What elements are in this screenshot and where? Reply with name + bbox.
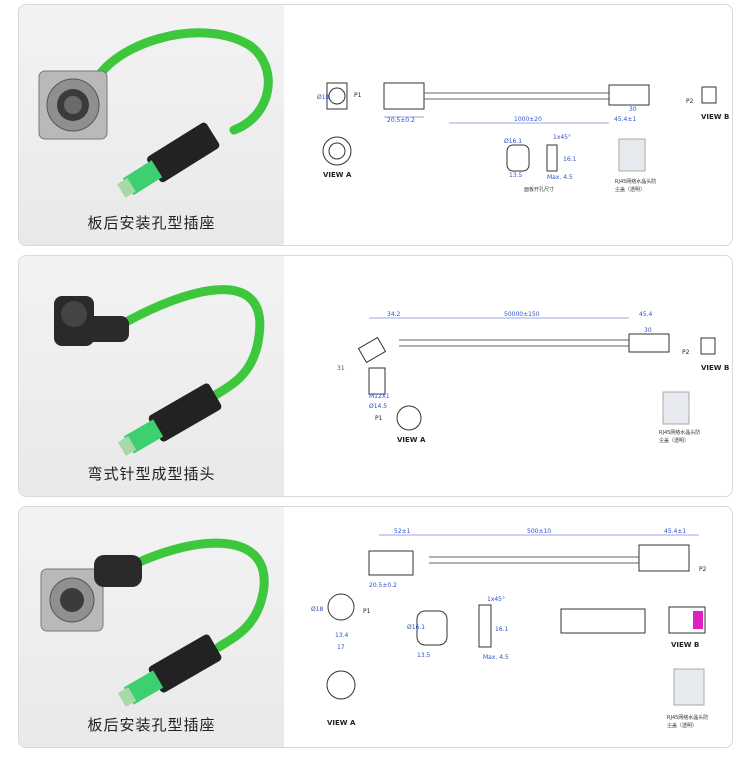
cap-note-line-2: 尘盖（透明） [615, 186, 645, 193]
cut-w-dim: 13.5 [417, 652, 431, 659]
main-length-dim: 50000±150 [504, 311, 540, 318]
height-dim: 31 [337, 365, 345, 372]
max-dim: Max. 4.5 [483, 654, 509, 661]
m12-socket-flange [38, 70, 108, 140]
product-card-1: 板后安装孔型插座 P1 Ø18 20.5±0.2 1000±20 45.4±1 [18, 4, 733, 246]
product-card-3: 板后安装孔型插座 52±1 500±10 45.4±1 20.5±0.2 P2 … [18, 506, 733, 748]
main-length-dim: 500±10 [527, 528, 551, 535]
product-photo-right-angle-plug: 弯式针型成型插头 [19, 256, 284, 496]
view-b-label: VIEW B [671, 641, 699, 649]
dia-dim: Ø18 [317, 94, 330, 101]
technical-drawing: P1 Ø18 20.5±0.2 1000±20 45.4±1 30 P2 VIE… [299, 5, 729, 245]
rj45-plug [117, 122, 220, 198]
rj-sub-dim: 30 [644, 327, 652, 334]
cut-h-dim: 16.1 [563, 156, 577, 163]
rj-length-dim: 45.4 [639, 311, 653, 318]
view-a-label: VIEW A [327, 719, 356, 727]
left-length-dim: 52±1 [394, 528, 411, 535]
m12-angle-plug [54, 296, 129, 346]
cap-note-line-1: RJ45网络水晶头防 [659, 429, 700, 436]
cap-note-line-2: 尘盖（透明） [659, 437, 689, 444]
rj45-plug [117, 383, 222, 456]
cap-note-line-1: RJ45网络水晶头防 [615, 178, 656, 185]
rj-sub-dim: 30 [629, 106, 637, 113]
view-b-label: VIEW B [701, 364, 729, 372]
p2-label: P2 [682, 349, 690, 356]
front-b-dim: 13.4 [335, 632, 349, 639]
product-photo-panel-mount-socket: 板后安装孔型插座 [19, 5, 284, 245]
front-c-dim: 17 [337, 644, 345, 651]
p1-label: P1 [363, 608, 371, 615]
dia-dim: Ø14.5 [369, 403, 387, 410]
technical-drawing: 52±1 500±10 45.4±1 20.5±0.2 P2 Ø18 13.4 … [299, 507, 729, 747]
product-caption: 板后安装孔型插座 [87, 716, 216, 734]
front-view-a: P1 Ø18 [317, 82, 362, 110]
view-a-label: VIEW A [323, 171, 352, 179]
cut-w-dim: 13.5 [509, 172, 523, 179]
view-b-label: VIEW B [701, 113, 729, 121]
thread-label: M12X1 [369, 393, 390, 400]
p2-label: P2 [699, 566, 707, 573]
view-a-label: VIEW A [397, 436, 426, 444]
chamfer-dim: 1x45° [487, 596, 505, 603]
chamfer-dim: 1x45° [553, 134, 571, 141]
product-card-2: 弯式针型成型插头 34.2 50000±150 45.4 30 31 M12X1… [18, 255, 733, 497]
technical-drawing: 34.2 50000±150 45.4 30 31 M12X1 Ø14.5 P1… [299, 256, 729, 496]
p1-label: P1 [375, 415, 383, 422]
cut-d-dim: Ø16.1 [504, 138, 522, 145]
rj45-plug [117, 634, 222, 707]
product-caption: 板后安装孔型插座 [87, 214, 216, 232]
m12-socket-flange [40, 568, 104, 632]
cut-d-dim: Ø16.1 [407, 624, 425, 631]
rj-length-dim: 45.4±1 [614, 116, 636, 123]
left-length-dim: 34.2 [387, 311, 401, 318]
socket-side-view: 20.5±0.2 [383, 82, 425, 124]
cutout-note: 面板开孔尺寸 [524, 186, 554, 193]
p2-label: P2 [686, 98, 694, 105]
molded-body [94, 555, 142, 587]
dia-dim: Ø18 [311, 606, 324, 613]
cap-note-line-2: 尘盖（透明） [667, 722, 697, 729]
rj-length-dim: 45.4±1 [664, 528, 686, 535]
p1-label: P1 [354, 92, 362, 99]
cap-note-line-1: RJ45网络水晶头防 [667, 714, 708, 721]
front-a-dim: 20.5±0.2 [369, 582, 397, 589]
max-dim: Max. 4.5 [547, 174, 573, 181]
front-a-dim: 20.5±0.2 [387, 117, 415, 124]
product-photo-panel-mount-socket-molded: 板后安装孔型插座 [19, 507, 284, 747]
cut-h-dim: 16.1 [495, 626, 509, 633]
product-caption: 弯式针型成型插头 [87, 465, 216, 483]
main-length-dim: 1000±20 [514, 116, 542, 123]
